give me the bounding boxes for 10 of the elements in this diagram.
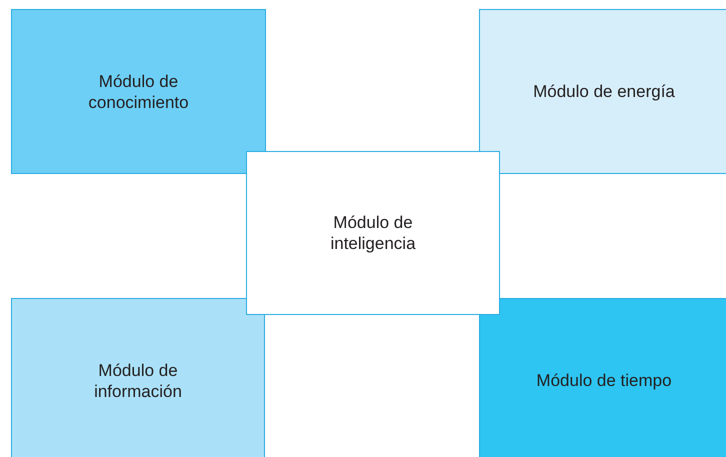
module-label: Módulo de inteligencia [329, 212, 417, 254]
module-box [11, 9, 266, 174]
module-box [11, 298, 265, 457]
module-label: Módulo de tiempo [536, 370, 672, 391]
module-box [246, 151, 500, 315]
module-box [479, 9, 726, 174]
module-label: Módulo de información [93, 360, 183, 402]
module-label: Módulo de energía [533, 81, 675, 102]
module-box [479, 298, 726, 457]
module-label: Módulo de conocimiento [87, 70, 190, 112]
